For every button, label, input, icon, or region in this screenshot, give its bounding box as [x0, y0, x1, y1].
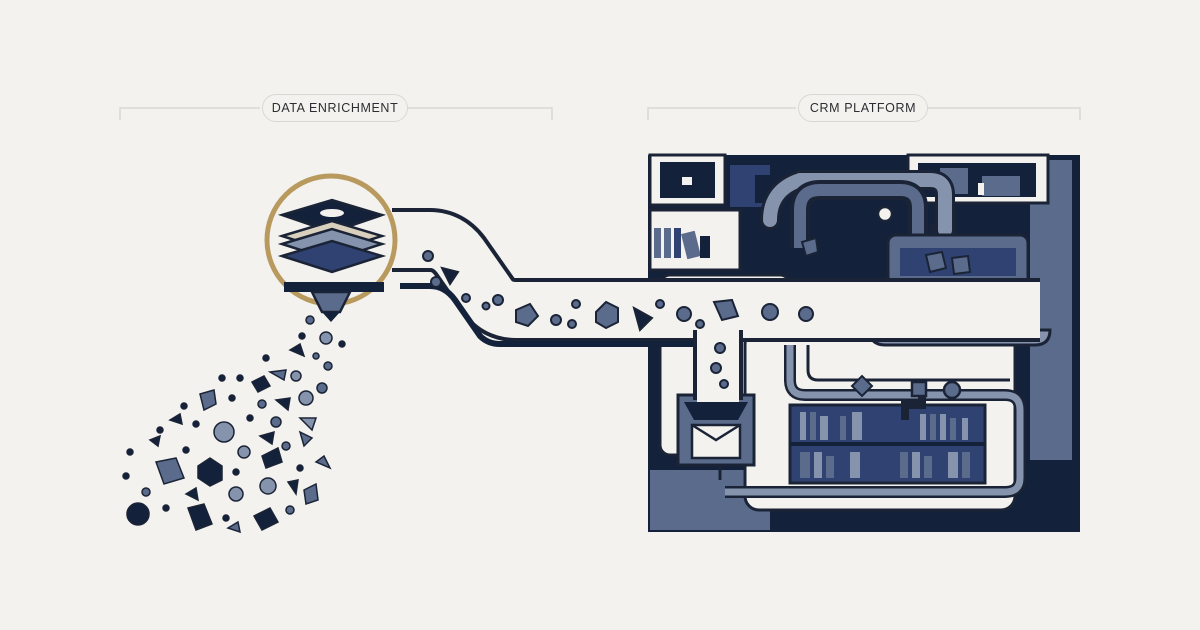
- data-particles-pipe: [422, 236, 874, 398]
- section-divider-left: [119, 107, 553, 120]
- section-divider-right: [647, 107, 1081, 120]
- data-enrichment-label: DATA ENRICHMENT: [262, 94, 408, 122]
- raw-data-particles: [122, 315, 346, 534]
- crm-platform-label: CRM PLATFORM: [798, 94, 928, 122]
- enrichment-lens-icon: [264, 173, 398, 322]
